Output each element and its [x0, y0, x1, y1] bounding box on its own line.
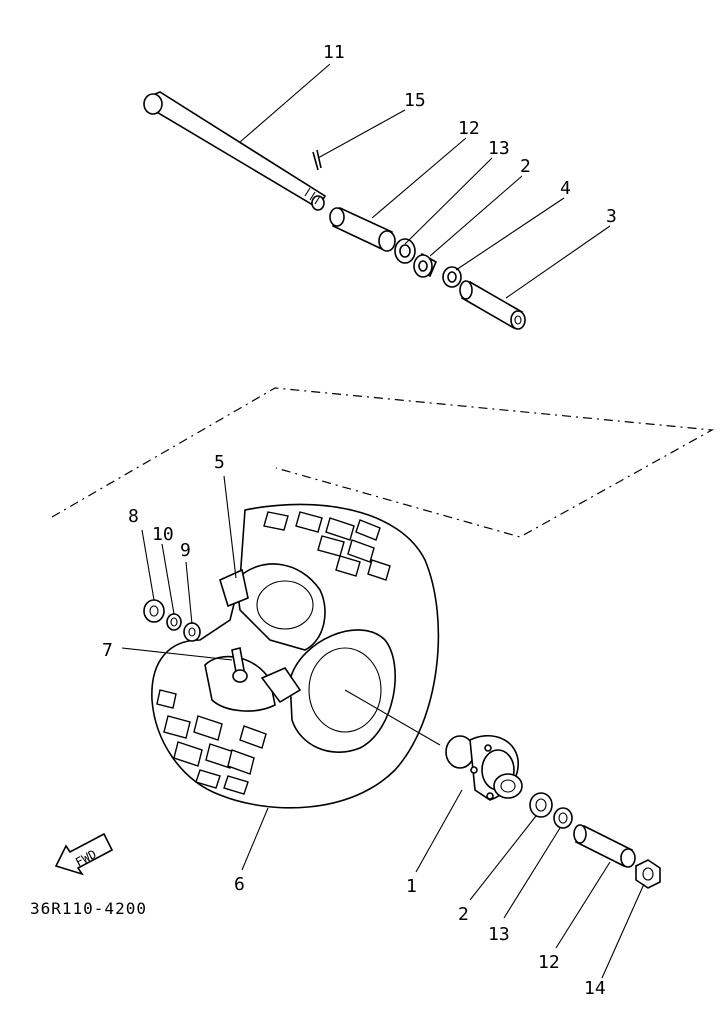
callout-8: 8: [128, 506, 139, 527]
callout-3: 3: [606, 206, 617, 227]
callout-9: 9: [180, 540, 191, 561]
bearing-lower: [529, 792, 553, 818]
leader-lines: [121, 63, 645, 979]
wheel-tire-assembly: [151, 503, 440, 809]
axle-nut: [635, 859, 661, 889]
collar-lower: [573, 824, 636, 868]
assembly-plane-outline: [51, 387, 714, 538]
callout-12-lower: 12: [538, 952, 560, 973]
callout-2-lower: 2: [458, 904, 469, 925]
cotter-pin: [312, 149, 322, 171]
plain-washer: [183, 622, 201, 642]
seal-lower: [553, 807, 573, 829]
callout-14: 14: [584, 978, 606, 999]
seal-upper: [394, 238, 416, 264]
spacer: [459, 280, 526, 330]
callout-5: 5: [214, 452, 225, 473]
callout-labels: 11 15 12 13 2 4 3 5 8 10 9 7 6 1 2 13 12…: [102, 42, 617, 999]
collar-upper: [329, 206, 396, 252]
callout-2-upper: 2: [520, 156, 531, 177]
callout-10: 10: [152, 524, 174, 545]
callout-13-lower: 13: [488, 924, 510, 945]
callout-1: 1: [406, 876, 417, 897]
catalog-code: 36R110-4200: [30, 899, 147, 918]
bearing-upper: [413, 252, 438, 278]
callout-6: 6: [234, 874, 245, 895]
callout-13-upper: 13: [488, 138, 510, 159]
callout-11: 11: [323, 42, 345, 63]
hub: [445, 735, 523, 801]
lock-washer: [166, 613, 182, 631]
hub-axis-line: [344, 689, 441, 746]
fwd-arrow-icon: FWD: [54, 832, 114, 876]
axle: [143, 91, 327, 211]
callout-4: 4: [560, 178, 571, 199]
spacer-flange: [442, 266, 462, 288]
callout-12-upper: 12: [458, 118, 480, 139]
callout-7: 7: [102, 640, 113, 661]
callout-15: 15: [404, 90, 426, 111]
nut: [143, 599, 165, 623]
